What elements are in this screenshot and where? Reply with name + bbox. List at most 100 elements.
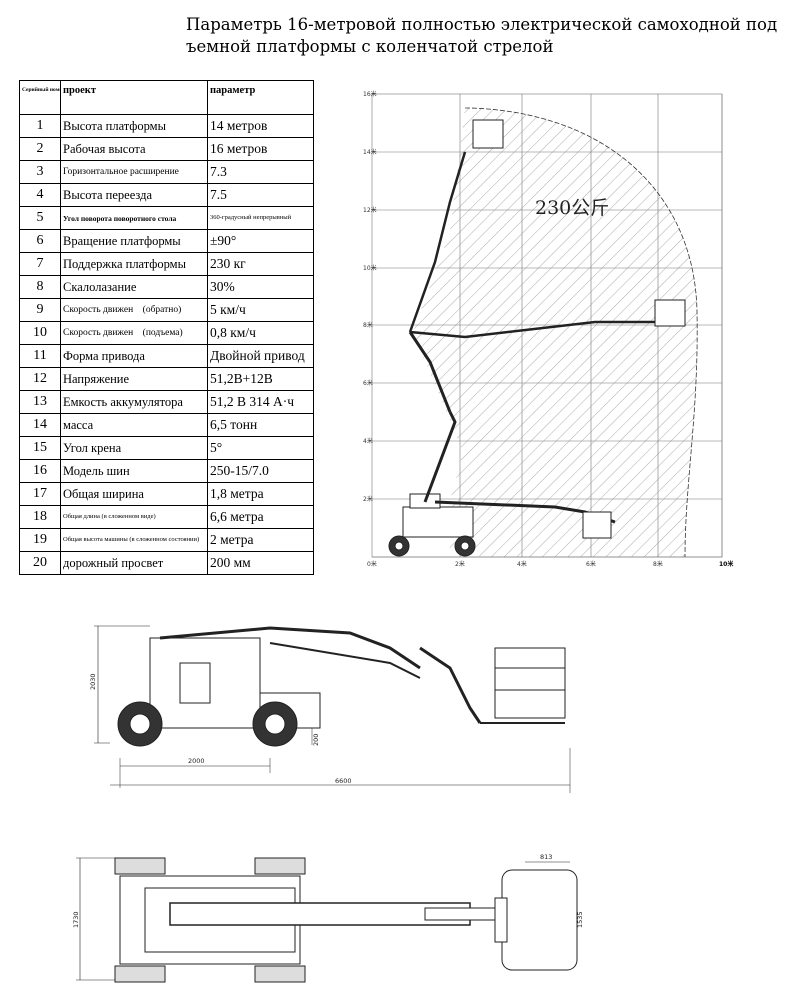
row-item: Горизонтальное расширение — [60, 160, 208, 184]
row-item: Скорость движен (подъема) — [60, 321, 208, 345]
row-num: 14 — [19, 413, 61, 437]
row-num: 2 — [19, 137, 61, 161]
row-value: 5 км/ч — [207, 298, 314, 322]
top-view-drawing: 1730 813 1535 — [72, 853, 584, 983]
row-num: 10 — [19, 321, 61, 345]
row-item: Форма привода — [60, 344, 208, 368]
title-line-2: ъемной платформы с коленчатой стрелой — [186, 37, 554, 56]
row-value: 6,6 метра — [207, 505, 314, 529]
row-value: 2 метра — [207, 528, 314, 552]
row-value: 360-градусный непрерывный — [207, 206, 314, 230]
row-value: 51,2 В 314 А·ч — [207, 390, 314, 414]
length-dimension: 6600 — [335, 777, 352, 785]
row-num: 19 — [19, 528, 61, 552]
row-item: Модель шин — [60, 459, 208, 483]
x-tick-8: 8米 — [653, 560, 663, 568]
row-item: Общая высота машины (в сложенном состоян… — [60, 528, 208, 552]
side-view-drawing: 2030 2000 6600 200 — [90, 625, 571, 793]
row-num: 3 — [19, 160, 61, 184]
row-num: 18 — [19, 505, 61, 529]
row-item: масса — [60, 413, 208, 437]
spec-table-header: Серийный номер проект параметр — [19, 80, 314, 115]
row-item: Вращение платформы — [60, 229, 208, 253]
row-value: 230 кг — [207, 252, 314, 276]
row-value: Двойной привод — [207, 344, 314, 368]
row-item: Высота переезда — [60, 183, 208, 207]
row-item: Рабочая высота — [60, 137, 208, 161]
row-item: дорожный просвет — [60, 551, 208, 575]
row-value: 14 метров — [207, 114, 314, 138]
row-value: ±90° — [207, 229, 314, 253]
working-envelope-diagram: 16米 14米 12米 10米 8米 6米 4米 2米 0米 2米 4米 6米 … — [363, 90, 733, 568]
row-item: Емкость аккумулятора — [60, 390, 208, 414]
row-value: 30% — [207, 275, 314, 299]
y-tick-4: 4米 — [363, 437, 373, 445]
row-num: 4 — [19, 183, 61, 207]
row-num: 16 — [19, 459, 61, 483]
header-serial: Серийный номер — [19, 80, 61, 115]
row-item: Общая ширина — [60, 482, 208, 506]
row-num: 11 — [19, 344, 61, 368]
row-value: 6,5 тонн — [207, 413, 314, 437]
row-num: 5 — [19, 206, 61, 230]
row-num: 6 — [19, 229, 61, 253]
row-num: 17 — [19, 482, 61, 506]
y-tick-6: 6米 — [363, 379, 373, 387]
row-item: Скорость движен (обратно) — [60, 298, 208, 322]
machine-drawing — [388, 119, 686, 557]
basket-width-dimension: 813 — [540, 853, 552, 861]
row-value: 16 метров — [207, 137, 314, 161]
height-dimension: 2030 — [90, 673, 97, 690]
title-line-1: Параметрь 16-метровой полностью электрич… — [186, 15, 778, 34]
y-tick-2: 2米 — [363, 495, 373, 503]
row-num: 8 — [19, 275, 61, 299]
header-item: проект — [60, 80, 208, 115]
document-title: Параметрь 16-метровой полностью электрич… — [186, 14, 778, 58]
row-num: 1 — [19, 114, 61, 138]
row-num: 12 — [19, 367, 61, 391]
row-item: Скалолазание — [60, 275, 208, 299]
row-item: Угол поворота поворотного стола — [60, 206, 208, 230]
row-num: 7 — [19, 252, 61, 276]
row-value: 0,8 км/ч — [207, 321, 314, 345]
width-dimension: 1730 — [72, 911, 80, 928]
row-num: 20 — [19, 551, 61, 575]
row-value: 7.5 — [207, 183, 314, 207]
capacity-label: 230公斤 — [535, 197, 609, 219]
row-value: 250-15/7.0 — [207, 459, 314, 483]
x-tick-10: 10米 — [719, 560, 733, 568]
row-item: Общая длина (в сложенном виде) — [60, 505, 208, 529]
row-num: 9 — [19, 298, 61, 322]
basket-length-dimension: 1535 — [576, 911, 584, 928]
row-item: Напряжение — [60, 367, 208, 391]
clearance-dimension: 200 — [312, 734, 320, 746]
row-value: 1,8 метра — [207, 482, 314, 506]
row-item: Поддержка платформы — [60, 252, 208, 276]
row-value: 200 мм — [207, 551, 314, 575]
row-value: 51,2В+12В — [207, 367, 314, 391]
row-num: 15 — [19, 436, 61, 460]
x-tick-4: 4米 — [517, 560, 527, 568]
y-tick-10: 10米 — [363, 264, 377, 272]
y-tick-16: 16米 — [363, 90, 377, 98]
